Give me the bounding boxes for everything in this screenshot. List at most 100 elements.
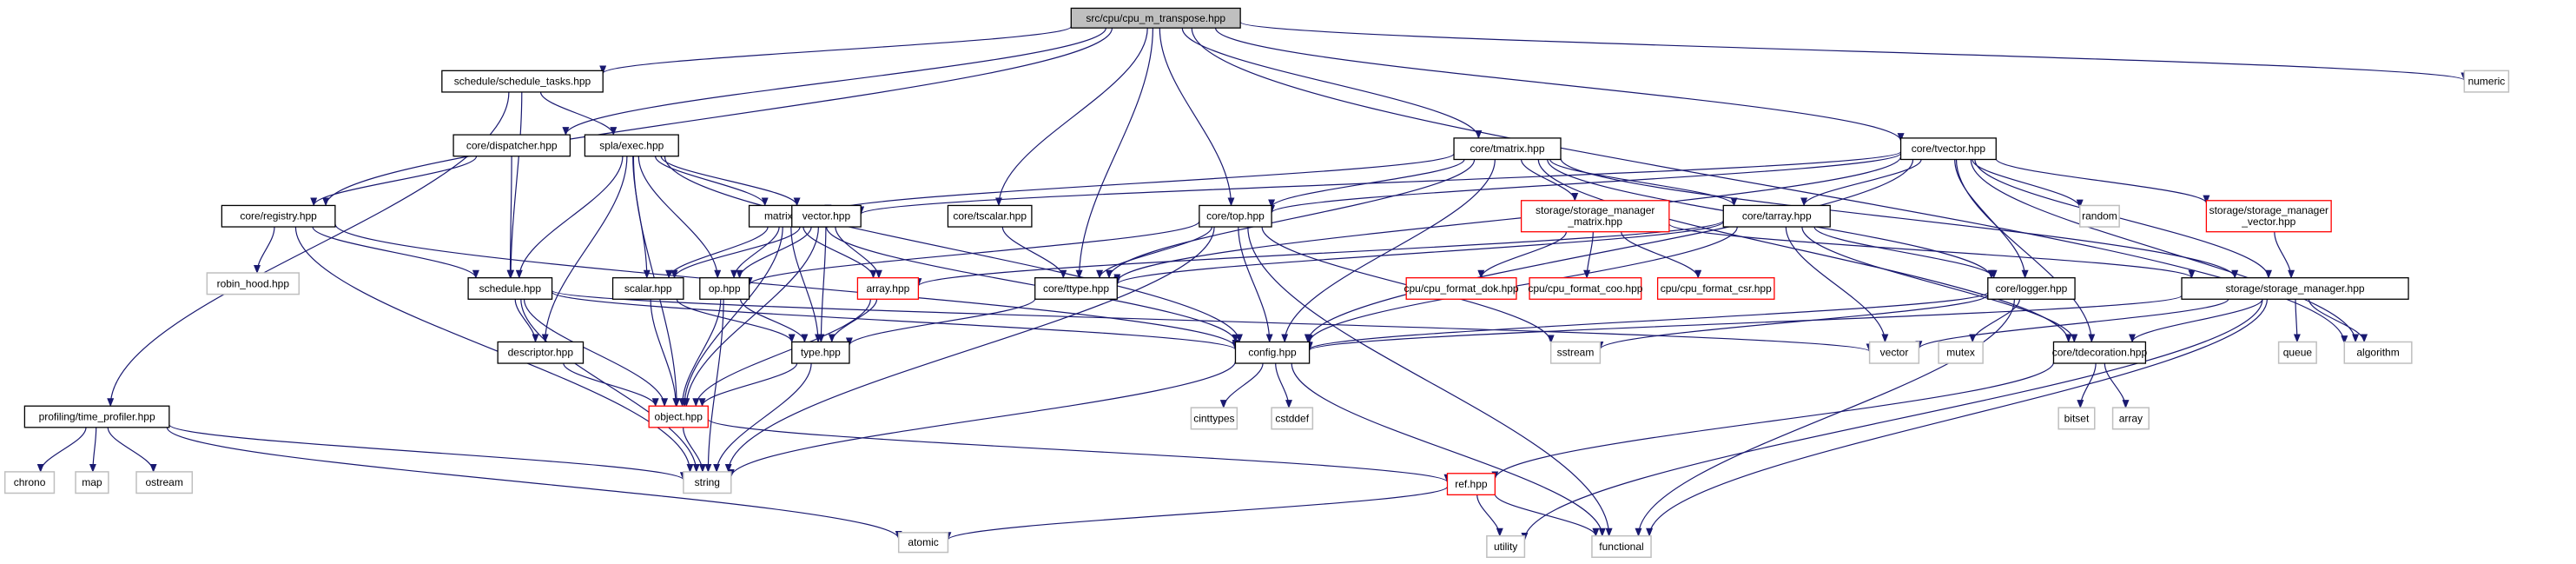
node-label: src/cpu/cpu_m_transpose.hpp [1086, 12, 1225, 24]
edge-time_profiler-to-string [168, 423, 687, 481]
edge-time_profiler-to-map [89, 427, 97, 473]
node-logger[interactable]: core/logger.hpp [1987, 277, 2076, 300]
node-label: bitset [2064, 412, 2090, 424]
node-robin-hood: robin_hood.hpp [206, 272, 301, 295]
node-object[interactable]: object.hpp [648, 405, 709, 428]
edge-time_profiler-to-chrono [36, 427, 87, 473]
edge-registry-to-schedule [312, 226, 479, 279]
node-label: random [2082, 210, 2117, 222]
edge-tarray-to-array_hpp [915, 220, 1724, 288]
node-box [2078, 204, 2120, 228]
node-label: sstream [1557, 347, 1595, 359]
node-box [1987, 277, 2076, 300]
node-scalar[interactable]: scalar.hpp [611, 277, 684, 300]
node-fmt-csr[interactable]: cpu/cpu_format_csr.hpp [1656, 277, 1775, 300]
node-schedule[interactable]: schedule.hpp [467, 277, 553, 300]
node-box [856, 277, 920, 300]
node-tmatrix[interactable]: core/tmatrix.hpp [1453, 137, 1562, 161]
node-label: cpu/cpu_format_coo.hpp [1528, 282, 1642, 295]
node-box [2111, 407, 2150, 430]
node-label: atomic [908, 536, 938, 548]
edge-root-to-schedule_tasks [599, 25, 1072, 75]
edge-matrix-to-scalar [665, 226, 769, 279]
node-box [699, 277, 750, 300]
node-schedule-tasks[interactable]: schedule/schedule_tasks.hpp [441, 70, 604, 93]
edge-tvector-to-sm_vector [1995, 158, 2210, 204]
node-tvector[interactable]: core/tvector.hpp [1899, 137, 1997, 161]
node-type[interactable]: type.hpp [791, 341, 850, 364]
edge-tarray-to-config [1305, 226, 1738, 344]
node-array-hpp[interactable]: array.hpp [856, 277, 920, 300]
node-numeric: numeric [2463, 70, 2510, 93]
edge-logger-to-functional [1635, 299, 2015, 537]
edge-schedule_tasks-to-schedule [507, 91, 523, 279]
edge-matrix-to-object [681, 226, 783, 408]
node-fmt-coo[interactable]: cpu/cpu_format_coo.hpp [1528, 277, 1643, 300]
edge-tmatrix-to-tdecoration [1537, 159, 2072, 343]
node-label: cpu/cpu_format_dok.hpp [1404, 282, 1519, 295]
node-vector-hpp[interactable]: vector.hpp [791, 204, 862, 228]
edge-schedule-to-string [520, 299, 700, 473]
node-time-profiler[interactable]: profiling/time_profiler.hpp [23, 405, 170, 428]
node-label: storage/storage_manager.hpp [2225, 282, 2364, 295]
node-box [497, 341, 585, 364]
node-box [2052, 341, 2147, 364]
edge-op-to-type [740, 299, 809, 343]
node-label: descriptor.hpp [508, 347, 574, 359]
node-sm-vector[interactable]: storage/storage_manager_vector.hpp [2205, 200, 2332, 233]
node-ref[interactable]: ref.hpp [1446, 473, 1496, 496]
node-box [1868, 341, 1920, 364]
edge-tvector-to-tarray [1800, 159, 1922, 207]
node-ttype[interactable]: core/ttype.hpp [1034, 277, 1118, 300]
edge-tmatrix-to-sm_matrix [1521, 159, 1579, 202]
edge-top-to-op [745, 221, 1200, 286]
node-label: numeric [2468, 76, 2506, 88]
edge-vector_hpp-to-scalar [670, 226, 801, 279]
node-label: schedule/schedule_tasks.hpp [454, 76, 591, 88]
node-box [584, 134, 679, 157]
edge-tvector-to-config [1304, 159, 1914, 343]
node-descriptor[interactable]: descriptor.hpp [497, 341, 585, 364]
node-tdecoration[interactable]: core/tdecoration.hpp [2052, 341, 2148, 364]
node-box [2205, 200, 2332, 233]
node-random: random [2078, 204, 2120, 228]
node-tarray[interactable]: core/tarray.hpp [1722, 204, 1831, 228]
node-box [1722, 204, 1831, 228]
node-sm-matrix[interactable]: storage/storage_manager_matrix.hpp [1520, 200, 1670, 233]
node-tscalar[interactable]: core/tscalar.hpp [947, 204, 1033, 228]
node-fmt-dok[interactable]: cpu/cpu_format_dok.hpp [1404, 277, 1519, 300]
edge-schedule-to-config [552, 291, 1239, 351]
node-label: op.hpp [709, 282, 741, 295]
edge-time_profiler-to-ostream [107, 427, 157, 473]
node-config[interactable]: config.hpp [1234, 341, 1311, 364]
edge-storage_manager-to-config [1306, 295, 2183, 352]
edge-ttype-to-type [846, 298, 1036, 347]
node-root[interactable]: src/cpu/cpu_m_transpose.hpp [1070, 7, 1241, 29]
edge-schedule-to-object [523, 299, 669, 408]
edge-config-to-functional [1291, 362, 1606, 537]
node-box [467, 277, 553, 300]
edge-sm_matrix-to-fmt_dok [1477, 231, 1567, 279]
node-storage-manager[interactable]: storage/storage_manager.hpp [2181, 277, 2409, 300]
node-dispatcher[interactable]: core/dispatcher.hpp [452, 134, 571, 157]
node-label: core/ttype.hpp [1043, 282, 1109, 295]
node-box [2277, 341, 2317, 364]
node-top[interactable]: core/top.hpp [1199, 204, 1272, 228]
node-box [1520, 200, 1670, 233]
node-box [206, 272, 301, 295]
node-label: scalar.hpp [624, 282, 672, 295]
node-op[interactable]: op.hpp [699, 277, 750, 300]
edge-tvector-to-algorithm [1970, 159, 2360, 343]
edge-logger-to-sstream [1596, 294, 1989, 350]
node-box [1486, 534, 1526, 558]
node-box [1591, 534, 1652, 558]
node-sstream: sstream [1549, 341, 1602, 364]
node-label: ostream [145, 476, 182, 488]
edge-exec-to-descriptor [541, 156, 628, 343]
node-registry[interactable]: core/registry.hpp [221, 204, 336, 228]
edges-layer [36, 21, 2467, 541]
node-label: chrono [14, 476, 46, 488]
node-exec[interactable]: spla/exec.hpp [584, 134, 679, 157]
edge-exec-to-schedule [515, 156, 624, 279]
edge-time_profiler-to-atomic [166, 427, 902, 540]
